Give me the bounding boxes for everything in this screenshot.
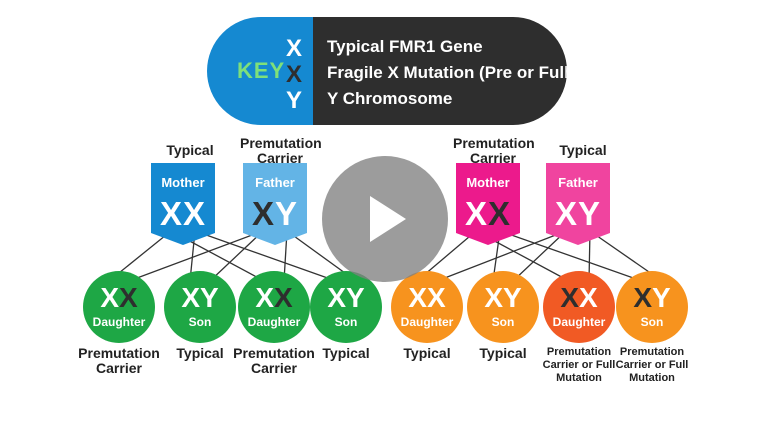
typical-x-chromosome: X <box>183 195 207 232</box>
parent-chromosomes: XX <box>456 196 520 232</box>
key-title: KEY <box>237 58 286 83</box>
key-symbol-mutation-x: X <box>285 61 302 88</box>
key-legend: KEY X X Y Typical FMR1 Gene Fragile X Mu… <box>207 17 567 125</box>
key-symbol-y: Y <box>285 87 302 114</box>
child-status-label: Premutation Carrier or Full Mutation <box>542 346 616 384</box>
child-status-label: Typical <box>403 345 451 361</box>
parent-chromosomes: XY <box>546 196 610 232</box>
child-status-label: Premutation Carrier or Full Mutation <box>615 346 689 384</box>
key-text-typical-gene: Typical FMR1 Gene <box>327 37 483 56</box>
typical-x-chromosome: X <box>181 282 200 313</box>
mutated-x-chromosome: X <box>633 282 652 313</box>
parent-chromosomes: XY <box>243 196 307 232</box>
key-text-y-chromosome: Y Chromosome <box>327 89 453 108</box>
y-chromosome: Y <box>503 282 522 313</box>
mutated-x-chromosome: X <box>274 282 293 313</box>
inheritance-line <box>209 230 264 282</box>
inheritance-line <box>499 230 643 282</box>
parent-role: Father <box>255 175 295 190</box>
child-son: XY Son <box>616 271 688 343</box>
child-son: XY Son <box>310 271 382 343</box>
inheritance-line <box>194 230 337 282</box>
child-daughter: XX Daughter <box>391 271 463 343</box>
y-chromosome: Y <box>652 282 671 313</box>
child-daughter: XX Daughter <box>238 271 310 343</box>
child-son: XY Son <box>164 271 236 343</box>
child-status-label: Typical <box>322 345 370 361</box>
typical-x-chromosome: X <box>464 195 488 232</box>
child-status-label: Premutation Carrier <box>233 345 315 376</box>
key-left-panel: KEY X X Y <box>207 17 313 125</box>
child-role: Daughter <box>92 315 146 329</box>
child-daughter: XX Daughter <box>83 271 155 343</box>
child-chromosomes: XX <box>391 283 463 313</box>
child-role: Daughter <box>400 315 454 329</box>
child-chromosomes: XY <box>467 283 539 313</box>
parent-status-text: Premutation Carrier <box>240 135 322 166</box>
parent-role: Mother <box>161 175 205 190</box>
typical-x-chromosome: X <box>408 282 427 313</box>
typical-x-chromosome: X <box>484 282 503 313</box>
parent-role: Mother <box>466 175 510 190</box>
parent-status-label: Premutation Carrier <box>433 136 553 166</box>
parent-status-label: Typical <box>166 142 214 158</box>
child-role: Daughter <box>552 315 606 329</box>
typical-x-chromosome: X <box>327 282 346 313</box>
mutated-x-chromosome: X <box>560 282 579 313</box>
typical-x-chromosome: X <box>554 195 578 232</box>
parent-role: Father <box>558 175 598 190</box>
child-role: Son <box>491 315 515 329</box>
key-right-panel: Typical FMR1 Gene Fragile X Mutation (Pr… <box>313 17 567 125</box>
mutated-x-chromosome: X <box>119 282 138 313</box>
child-chromosomes: XY <box>164 283 236 313</box>
child-chromosomes: XX <box>543 283 615 313</box>
key-symbol-typical-x: X <box>285 35 302 62</box>
child-role: Son <box>640 315 664 329</box>
typical-x-chromosome: X <box>255 282 274 313</box>
inheritance-line <box>436 230 567 282</box>
inheritance-line <box>512 230 567 282</box>
child-son: XY Son <box>467 271 539 343</box>
parent-status-label: Premutation Carrier <box>220 136 340 166</box>
child-chromosomes: XX <box>83 283 155 313</box>
typical-x-chromosome: X <box>427 282 446 313</box>
child-chromosomes: XX <box>238 283 310 313</box>
child-status-label: Premutation Carrier <box>78 345 160 376</box>
y-chromosome: Y <box>200 282 219 313</box>
parent-chromosomes: XX <box>151 196 215 232</box>
child-chromosomes: XY <box>616 283 688 313</box>
child-role: Son <box>188 315 212 329</box>
parent-status-label: Typical <box>559 142 607 158</box>
key-text-fragile-x: Fragile X Mutation (Pre or Full) <box>327 63 567 82</box>
inheritance-line <box>128 230 264 282</box>
child-daughter: XX Daughter <box>543 271 615 343</box>
child-role: Son <box>334 315 358 329</box>
typical-x-chromosome: X <box>159 195 183 232</box>
y-chromosome: Y <box>346 282 365 313</box>
video-play-button[interactable] <box>322 156 448 282</box>
child-status-label: Typical <box>176 345 224 361</box>
y-chromosome: Y <box>275 195 299 232</box>
y-chromosome: Y <box>578 195 602 232</box>
child-role: Daughter <box>247 315 301 329</box>
play-icon <box>370 196 406 242</box>
child-chromosomes: XY <box>310 283 382 313</box>
child-status-label: Typical <box>479 345 527 361</box>
typical-x-chromosome: X <box>579 282 598 313</box>
mutated-x-chromosome: X <box>488 195 512 232</box>
mutated-x-chromosome: X <box>251 195 275 232</box>
typical-x-chromosome: X <box>100 282 119 313</box>
parent-status-text: Premutation Carrier <box>453 135 535 166</box>
